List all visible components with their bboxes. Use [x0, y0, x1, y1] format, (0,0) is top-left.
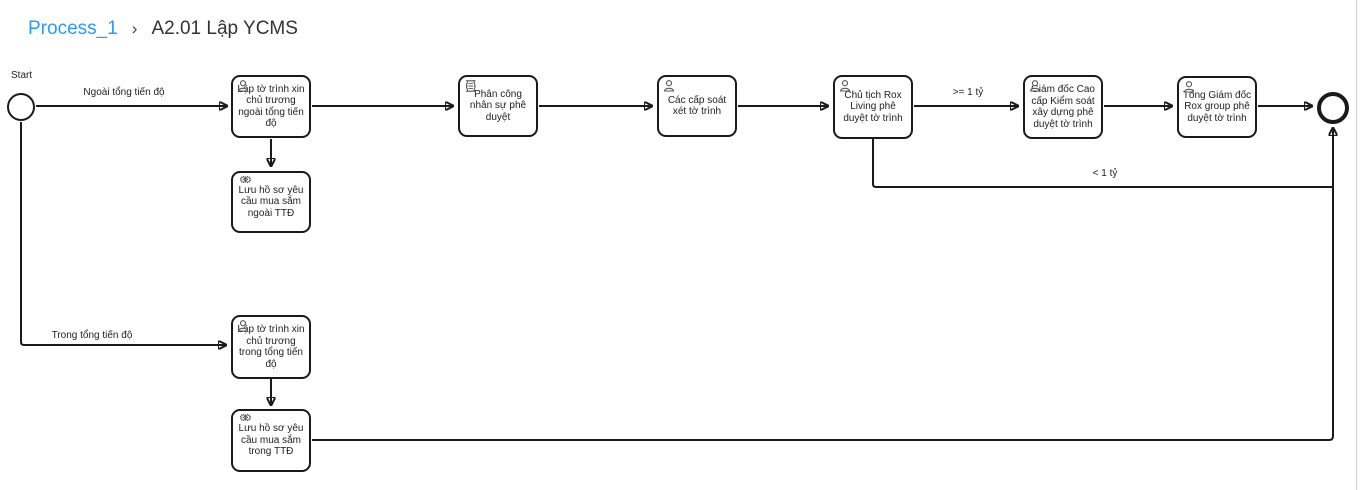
flow-label-gte-1-ty[interactable]: >= 1 tỷ — [950, 87, 986, 98]
start-event-label: Start — [11, 70, 33, 81]
task-luu-ho-so-ngoai-ttd[interactable]: ⚙⚙ Lưu hồ sơ yêu cầu mua sắm ngoài TTĐ — [231, 171, 311, 233]
task-label: Tổng Giám đốc Rox group phê duyệt tờ trì… — [1182, 89, 1252, 124]
service-task-gears-icon: ⚙⚙ — [239, 413, 252, 424]
task-label: Các cấp soát xét tờ trình — [667, 94, 727, 118]
start-event[interactable] — [7, 93, 35, 121]
user-task-icon — [236, 319, 250, 333]
task-label: Chủ tịch Rox Living phê duyệt tờ trình — [843, 89, 903, 124]
task-label: Phân công nhân sự phê duyệt — [469, 88, 527, 123]
flow-label-ngoai-tong-tien-do[interactable]: Ngoài tổng tiến độ — [81, 87, 167, 98]
task-label: Lưu hồ sơ yêu cầu mua sắm ngoài TTĐ — [238, 184, 304, 219]
breadcrumb-process-link[interactable]: Process_1 — [28, 18, 118, 39]
task-lap-to-trinh-trong-ttd[interactable]: Lập tờ trình xin chủ trương trong tổng t… — [231, 315, 311, 379]
chevron-right-icon: › — [131, 19, 138, 38]
flow-label-lt-1-ty[interactable]: < 1 tỷ — [1090, 168, 1120, 179]
end-event[interactable] — [1317, 92, 1349, 124]
task-chu-tich-rox-living-phe-duyet[interactable]: Chủ tịch Rox Living phê duyệt tờ trình — [833, 75, 913, 139]
task-luu-ho-so-trong-ttd[interactable]: ⚙⚙ Lưu hồ sơ yêu cầu mua sắm trong TTĐ — [231, 409, 311, 472]
task-label: Giám đốc Cao cấp Kiểm soát xây dựng phê … — [1031, 84, 1095, 130]
task-label: Lập tờ trình xin chủ trương trong tổng t… — [237, 324, 305, 370]
user-task-icon — [1182, 80, 1196, 94]
flow-label-trong-tong-tien-do[interactable]: Trong tổng tiến độ — [49, 330, 135, 341]
flow-luu-trong-to-end[interactable] — [312, 128, 1333, 441]
task-tong-giam-doc-rox-group-phe-duyet[interactable]: Tổng Giám đốc Rox group phê duyệt tờ trì… — [1177, 76, 1257, 138]
flow-chu-tich-lt-1ty[interactable] — [872, 139, 1333, 188]
breadcrumb: Process_1 › A2.01 Lập YCMS — [28, 18, 298, 40]
user-task-icon — [1028, 79, 1042, 93]
flow-start-to-lap-trong[interactable] — [20, 122, 226, 345]
task-cac-cap-soat-xet[interactable]: Các cấp soát xét tờ trình — [657, 75, 737, 137]
task-phan-cong-nhan-su[interactable]: Phân công nhân sự phê duyệt — [458, 75, 538, 137]
breadcrumb-current-title: A2.01 Lập YCMS — [151, 18, 298, 39]
task-lap-to-trinh-ngoai-ttd[interactable]: Lập tờ trình xin chủ trương ngoài tổng t… — [231, 75, 311, 138]
task-giam-doc-cao-cap-phe-duyet[interactable]: Giám đốc Cao cấp Kiểm soát xây dựng phê … — [1023, 75, 1103, 139]
user-task-icon — [838, 79, 852, 93]
user-task-icon — [236, 79, 250, 93]
task-label: Lập tờ trình xin chủ trương ngoài tổng t… — [237, 83, 305, 130]
service-task-gears-icon: ⚙⚙ — [239, 175, 252, 186]
user-task-icon — [662, 79, 676, 93]
script-task-scroll-icon — [463, 79, 477, 93]
task-label: Lưu hồ sơ yêu cầu mua sắm trong TTĐ — [238, 423, 304, 458]
canvas-right-border — [1356, 0, 1357, 490]
